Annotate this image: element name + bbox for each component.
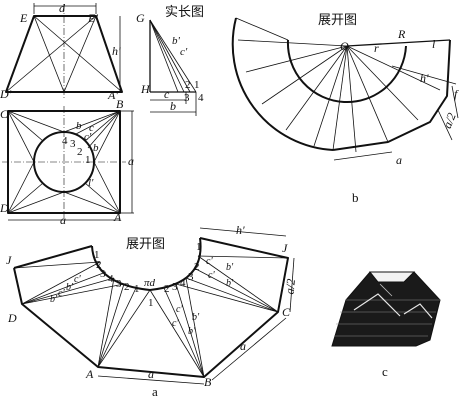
dev-right-mark-1: c' (206, 256, 213, 267)
tl-dim-c: c (164, 87, 170, 101)
point-A: A (113, 210, 122, 224)
dev-pi-d: πd (144, 277, 156, 289)
development-view-a: 展开图 J D A B C J h' a/2 a a πd 1 2 3 4 3 … (6, 223, 298, 399)
a-development-title: 展开图 (126, 236, 165, 251)
dev-arc-num-l6: 2 (124, 281, 130, 293)
dim-h-prime: h' (112, 44, 121, 58)
dev-arc-num-l5: 3 (116, 278, 122, 290)
point-B: B (116, 97, 124, 111)
dev-right-mark-5: c' (176, 304, 183, 315)
dev-dim-a-side: a (240, 339, 246, 353)
label-f: f (454, 87, 459, 101)
tl-num-4: 4 (198, 92, 204, 104)
dev-point-D: D (7, 311, 17, 325)
dev-right-mark-6: b' (192, 312, 200, 323)
point-A-prime: A' (107, 88, 118, 102)
dev-arc-num-r2: 3 (172, 281, 178, 293)
dev-left-mark-1: c' (74, 274, 81, 285)
plan-label-c-prime: c' (84, 131, 92, 143)
plan-label-b-lower: b (93, 142, 99, 154)
label-h-prime-b: h' (420, 71, 429, 85)
dev-right-mark-3: c' (208, 270, 215, 281)
dev-point-B: B (204, 375, 212, 389)
tl-num-2: 2 (185, 79, 191, 91)
isometric-sketch-c: c (331, 271, 441, 379)
dev-arc-num-l7: 1 (134, 283, 140, 295)
label-c-prime: c' (180, 46, 188, 58)
dev-right-mark-8: b' (188, 326, 196, 337)
dev-dim-h-prime: h' (236, 223, 245, 237)
dev-right-mark-2: b' (226, 262, 234, 273)
dev-point-A: A (85, 367, 94, 381)
caption-a: a (152, 384, 158, 399)
dev-left-mark-2: b' (66, 282, 74, 293)
point-G: G (136, 11, 145, 25)
label-a-half-b: a/2 (440, 111, 459, 130)
point-C: C (0, 107, 9, 121)
point-O: O (340, 39, 349, 53)
point-E-prime: E' (87, 11, 98, 25)
dev-arc-num-r6: 1 (196, 241, 202, 253)
plan-num-3: 3 (70, 138, 76, 150)
dev-arc-num-l1: 1 (94, 249, 100, 261)
plan-num-4: 4 (62, 135, 68, 147)
dim-d-top: d (59, 1, 66, 15)
tl-dim-b: b (170, 99, 176, 113)
plan-dim-a-side: a (128, 154, 134, 168)
dev-point-J-right: J (282, 241, 288, 255)
plan-label-c: c (89, 122, 94, 134)
dev-dim-a-half: a/2 (282, 278, 298, 295)
point-H: H (140, 82, 151, 96)
b-development-title: 展开图 (318, 12, 357, 27)
dev-arc-num-l2: 2 (96, 259, 102, 271)
label-b-prime: b' (172, 35, 181, 47)
dev-right-mark-7: c' (172, 318, 179, 329)
dev-dim-a-bottom: a (148, 367, 154, 381)
plan-label-l-prime: l' (88, 177, 94, 189)
dev-arc-num-r5: 2 (194, 261, 200, 273)
dev-right-mark-4: b' (226, 278, 234, 289)
true-length-diagram: 实长图 G H b' c' 2 1 3 4 c b (136, 4, 204, 116)
dev-point-C: C (282, 305, 291, 319)
development-view-b: 展开图 O R r l h' f a/2 a b (231, 12, 459, 205)
label-a-b: a (396, 153, 402, 167)
caption-c: c (382, 364, 388, 379)
dev-point-J-left: J (6, 253, 12, 267)
caption-b: b (352, 190, 359, 205)
plan-num-1: 1 (85, 154, 91, 166)
tl-num-3: 3 (184, 92, 190, 104)
dev-arc-num-l3: 3 (100, 268, 106, 280)
label-r: r (374, 41, 379, 55)
front-elevation: d E E' h' D' A' (0, 1, 123, 102)
point-D: D (0, 201, 9, 215)
plan-num-2: 2 (77, 146, 83, 158)
plan-dim-a-bottom: a (60, 213, 66, 227)
true-length-title: 实长图 (165, 4, 204, 19)
label-R: R (397, 27, 406, 41)
label-l: l (432, 37, 436, 51)
point-E: E (19, 11, 28, 25)
plan-label-b: b (76, 120, 82, 132)
tl-num-1: 1 (194, 79, 200, 91)
dev-left-mark-4: b' (50, 294, 58, 305)
dev-arc-num-r3: 4 (180, 277, 186, 289)
point-D-prime: D' (0, 87, 12, 101)
dev-arc-num-r1: 2 (164, 283, 170, 295)
dev-arc-num-r4: 3 (188, 271, 194, 283)
dev-arc-num-l4: 4 (108, 273, 114, 285)
dev-left-mark-3: c' (58, 288, 65, 299)
dev-bottom-num: 1 (148, 297, 154, 309)
plan-view: C B D A a a b c c' b l' 4 3 2 1 (0, 97, 134, 227)
